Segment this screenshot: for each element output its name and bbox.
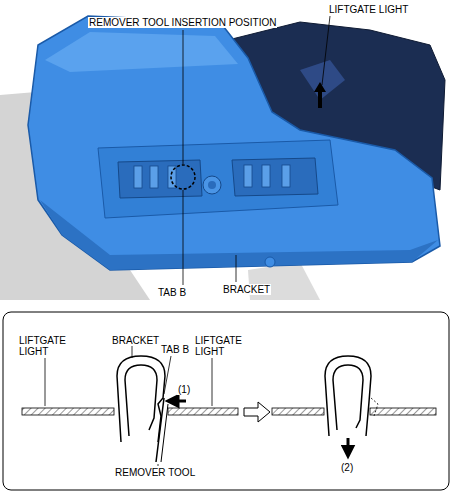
pin <box>265 257 275 267</box>
part-label: TAB B <box>160 344 190 355</box>
part-label: BRACKET <box>222 284 271 295</box>
remover-tool <box>156 398 164 462</box>
leader-line <box>158 464 159 466</box>
bracket-section <box>325 356 371 436</box>
push-arrow <box>172 400 186 403</box>
detail-frame <box>3 312 449 490</box>
insertion-mark <box>171 165 195 189</box>
bracket-body <box>28 16 440 270</box>
part-label: LIFTGATE LIGHT <box>18 335 78 357</box>
liftgate-light-plate <box>168 408 238 415</box>
boss <box>203 176 221 194</box>
callout-label: REMOVER TOOL INSERTION POSITION <box>88 17 277 28</box>
step-arrow <box>244 402 270 422</box>
bracket-section <box>333 365 363 430</box>
callout-number: (1) <box>177 384 191 395</box>
part-label: REMOVER TOOL <box>114 467 196 478</box>
boss-hole <box>208 181 216 189</box>
liftgate-light-plate <box>370 408 436 415</box>
leader-line <box>183 30 184 164</box>
part-label: TAB B <box>157 287 187 298</box>
callout-number: (2) <box>340 462 354 473</box>
part-label: LIFTGATE LIGHT <box>328 4 409 15</box>
slot-panel <box>98 140 338 218</box>
tab-outline <box>371 398 378 416</box>
leader-line <box>212 358 213 406</box>
leader-line <box>45 358 46 406</box>
slot <box>232 158 318 196</box>
part-label: BRACKET <box>111 335 160 346</box>
leader-line <box>132 346 133 358</box>
remover-tool <box>161 404 168 462</box>
bracket-section <box>117 356 165 442</box>
removal-arrow <box>314 82 326 108</box>
bracket-face <box>45 32 238 72</box>
liftgate-light-plate <box>272 408 324 415</box>
bracket-section <box>125 365 157 436</box>
slot <box>118 160 202 198</box>
part-label: LIFTGATE LIGHT <box>194 335 254 357</box>
leader-line <box>164 356 171 394</box>
liftgate-light-plate <box>22 408 114 415</box>
leader-line <box>322 16 330 85</box>
pull-arrow <box>347 438 350 452</box>
leader-line <box>183 190 184 285</box>
leader-line <box>236 255 237 282</box>
